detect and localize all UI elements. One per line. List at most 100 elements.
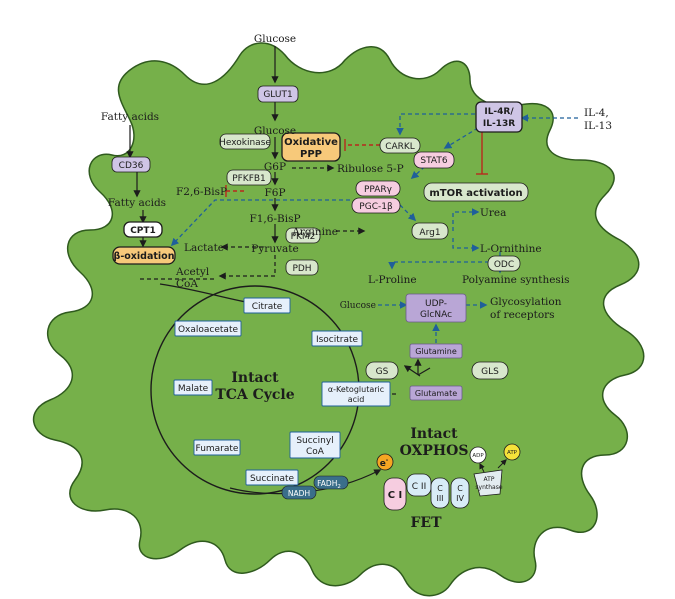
proline-label: L-Proline bbox=[368, 274, 417, 286]
f16bisp-label: F1,6-BisP bbox=[249, 213, 300, 225]
ppar-box: PPARγ bbox=[355, 180, 401, 197]
urea-label: Urea bbox=[480, 207, 506, 219]
tca-title-line2: TCA Cycle bbox=[215, 387, 294, 403]
pkm2-box: PKM2 bbox=[285, 227, 321, 244]
oxidative-ppp-box: Oxidative PPP bbox=[281, 132, 341, 162]
lactate-label: Lactate bbox=[184, 242, 224, 254]
glutamine-box: Glutamine bbox=[409, 343, 463, 359]
adp-badge: ADP bbox=[469, 446, 487, 464]
glucose-inside-label: Glucose bbox=[254, 125, 296, 137]
gs-box: GS bbox=[365, 361, 399, 380]
complex-iii: C III bbox=[430, 477, 450, 509]
arg1-box: Arg1 bbox=[411, 222, 449, 240]
nadh-label: NADH bbox=[288, 489, 310, 498]
glycosylation-line1: Glycosylation bbox=[490, 296, 562, 308]
citrate-label: Citrate bbox=[252, 302, 283, 312]
oxaloacetate-label: Oxaloacetate bbox=[178, 325, 239, 335]
f26bisp-label: F2,6-BisP bbox=[176, 186, 227, 198]
acetyl-line1: Acetyl bbox=[175, 266, 210, 278]
complex-iv: C IV bbox=[450, 477, 470, 509]
glutamate-box: Glutamate bbox=[409, 385, 463, 401]
ribulose-label: Ribulose 5-P bbox=[337, 163, 404, 175]
il4r-box: IL-4R/ IL-13R bbox=[475, 101, 523, 133]
carkl-label: CARKL bbox=[385, 142, 415, 152]
pfkfb1-label: PFKFB1 bbox=[232, 174, 266, 184]
atp-badge: ATP bbox=[503, 443, 521, 461]
gls-box: GLS bbox=[471, 361, 509, 380]
pgc-label: PGC-1β bbox=[359, 202, 393, 212]
complex-iv-line1: C bbox=[457, 484, 463, 493]
glucose-outside-label: Glucose bbox=[254, 33, 296, 45]
tca-title-line1: Intact bbox=[231, 370, 279, 386]
cd36-label: CD36 bbox=[119, 161, 144, 171]
oxaloacetate-box: Oxaloacetate bbox=[174, 320, 242, 337]
fadh-label: FADH2 bbox=[317, 479, 341, 490]
pdh-box: PDH bbox=[285, 259, 319, 276]
complex-iii-line1: C bbox=[437, 484, 443, 493]
pyruvate-label: Pyruvate bbox=[251, 243, 298, 255]
malate-label: Malate bbox=[178, 384, 209, 394]
fadh2-badge: FADH2 bbox=[313, 475, 349, 490]
hexokinase-box: Hexokinase bbox=[219, 133, 271, 150]
glutamine-label: Glutamine bbox=[415, 347, 457, 356]
isocitrate-box: Isocitrate bbox=[311, 330, 363, 347]
ppar-label: PPARγ bbox=[364, 185, 393, 195]
atp-synthase: ATP synthase bbox=[473, 469, 503, 497]
macrophage-cell bbox=[32, 42, 645, 597]
fatty-acids-outside-label: Fatty acids bbox=[101, 111, 159, 123]
adp-label: ADP bbox=[472, 453, 484, 459]
odc-box: ODC bbox=[487, 255, 521, 272]
complex-ii: C II bbox=[406, 473, 432, 497]
arginine-label: Arginine bbox=[291, 226, 338, 238]
polyamine-label: Polyamine synthesis bbox=[462, 274, 570, 286]
stat6-label: STAT6 bbox=[420, 156, 447, 166]
succinate-label: Succinate bbox=[250, 474, 295, 484]
hexokinase-label: Hexokinase bbox=[219, 138, 271, 148]
glycosylation-line2: of receptors bbox=[490, 309, 555, 321]
mtor-label: mTOR activation bbox=[429, 188, 522, 199]
complex-i: C I bbox=[383, 477, 407, 511]
acetyl-line2: CoA bbox=[176, 278, 198, 290]
cd36-box: CD36 bbox=[111, 156, 151, 173]
pkm2-label: PKM2 bbox=[291, 232, 316, 242]
complex-ii-label: C II bbox=[412, 482, 426, 492]
malate-box: Malate bbox=[173, 379, 213, 396]
f6p-label: F6P bbox=[264, 187, 285, 199]
udp-line1: UDP- bbox=[425, 299, 447, 309]
cpt1-box: CPT1 bbox=[123, 221, 163, 238]
odc-label: ODC bbox=[494, 260, 514, 270]
isocitrate-label: Isocitrate bbox=[316, 335, 359, 345]
gls-label: GLS bbox=[481, 367, 499, 377]
akg-box: α-Ketoglutaric acid bbox=[321, 381, 391, 407]
stat6-box: STAT6 bbox=[413, 151, 455, 169]
complex-iii-line2: III bbox=[436, 494, 443, 503]
complex-i-label: C I bbox=[388, 490, 403, 501]
atp-synthase-line1: ATP bbox=[484, 476, 495, 483]
udp-line2: GlcNAc bbox=[420, 310, 452, 320]
nadh-badge: NADH bbox=[281, 485, 317, 500]
succinyl-line2: CoA bbox=[306, 447, 325, 457]
pfkfb1-box: PFKFB1 bbox=[226, 169, 272, 186]
inhibition-lines bbox=[225, 130, 488, 197]
fet-label: FET bbox=[410, 515, 442, 531]
oxphos-title-line2: OXPHOS bbox=[400, 443, 469, 459]
udp-glcnac-box: UDP- GlcNAc bbox=[405, 293, 467, 323]
pgc-box: PGC-1β bbox=[351, 197, 401, 214]
electron-label: e- bbox=[380, 457, 389, 469]
il4r-line1: IL-4R/ bbox=[484, 107, 514, 117]
beta-oxidation-box: β-oxidation bbox=[112, 246, 176, 265]
atp-synthase-line2: synthase bbox=[475, 484, 502, 491]
atp-arrows bbox=[479, 459, 507, 473]
glut1-label: GLUT1 bbox=[263, 90, 292, 100]
oxidative-ppp-line1: Oxidative bbox=[284, 137, 338, 148]
fumarate-label: Fumarate bbox=[196, 444, 239, 454]
glucose-small-label: Glucose bbox=[340, 301, 376, 311]
oxphos-title-line1: Intact bbox=[410, 426, 458, 442]
g6p-label: G6P bbox=[264, 161, 286, 173]
succinyl-line1: Succinyl bbox=[296, 436, 333, 446]
glutamate-label: Glutamate bbox=[415, 389, 457, 398]
atp-label: ATP bbox=[507, 450, 518, 456]
pdh-label: PDH bbox=[292, 264, 311, 274]
